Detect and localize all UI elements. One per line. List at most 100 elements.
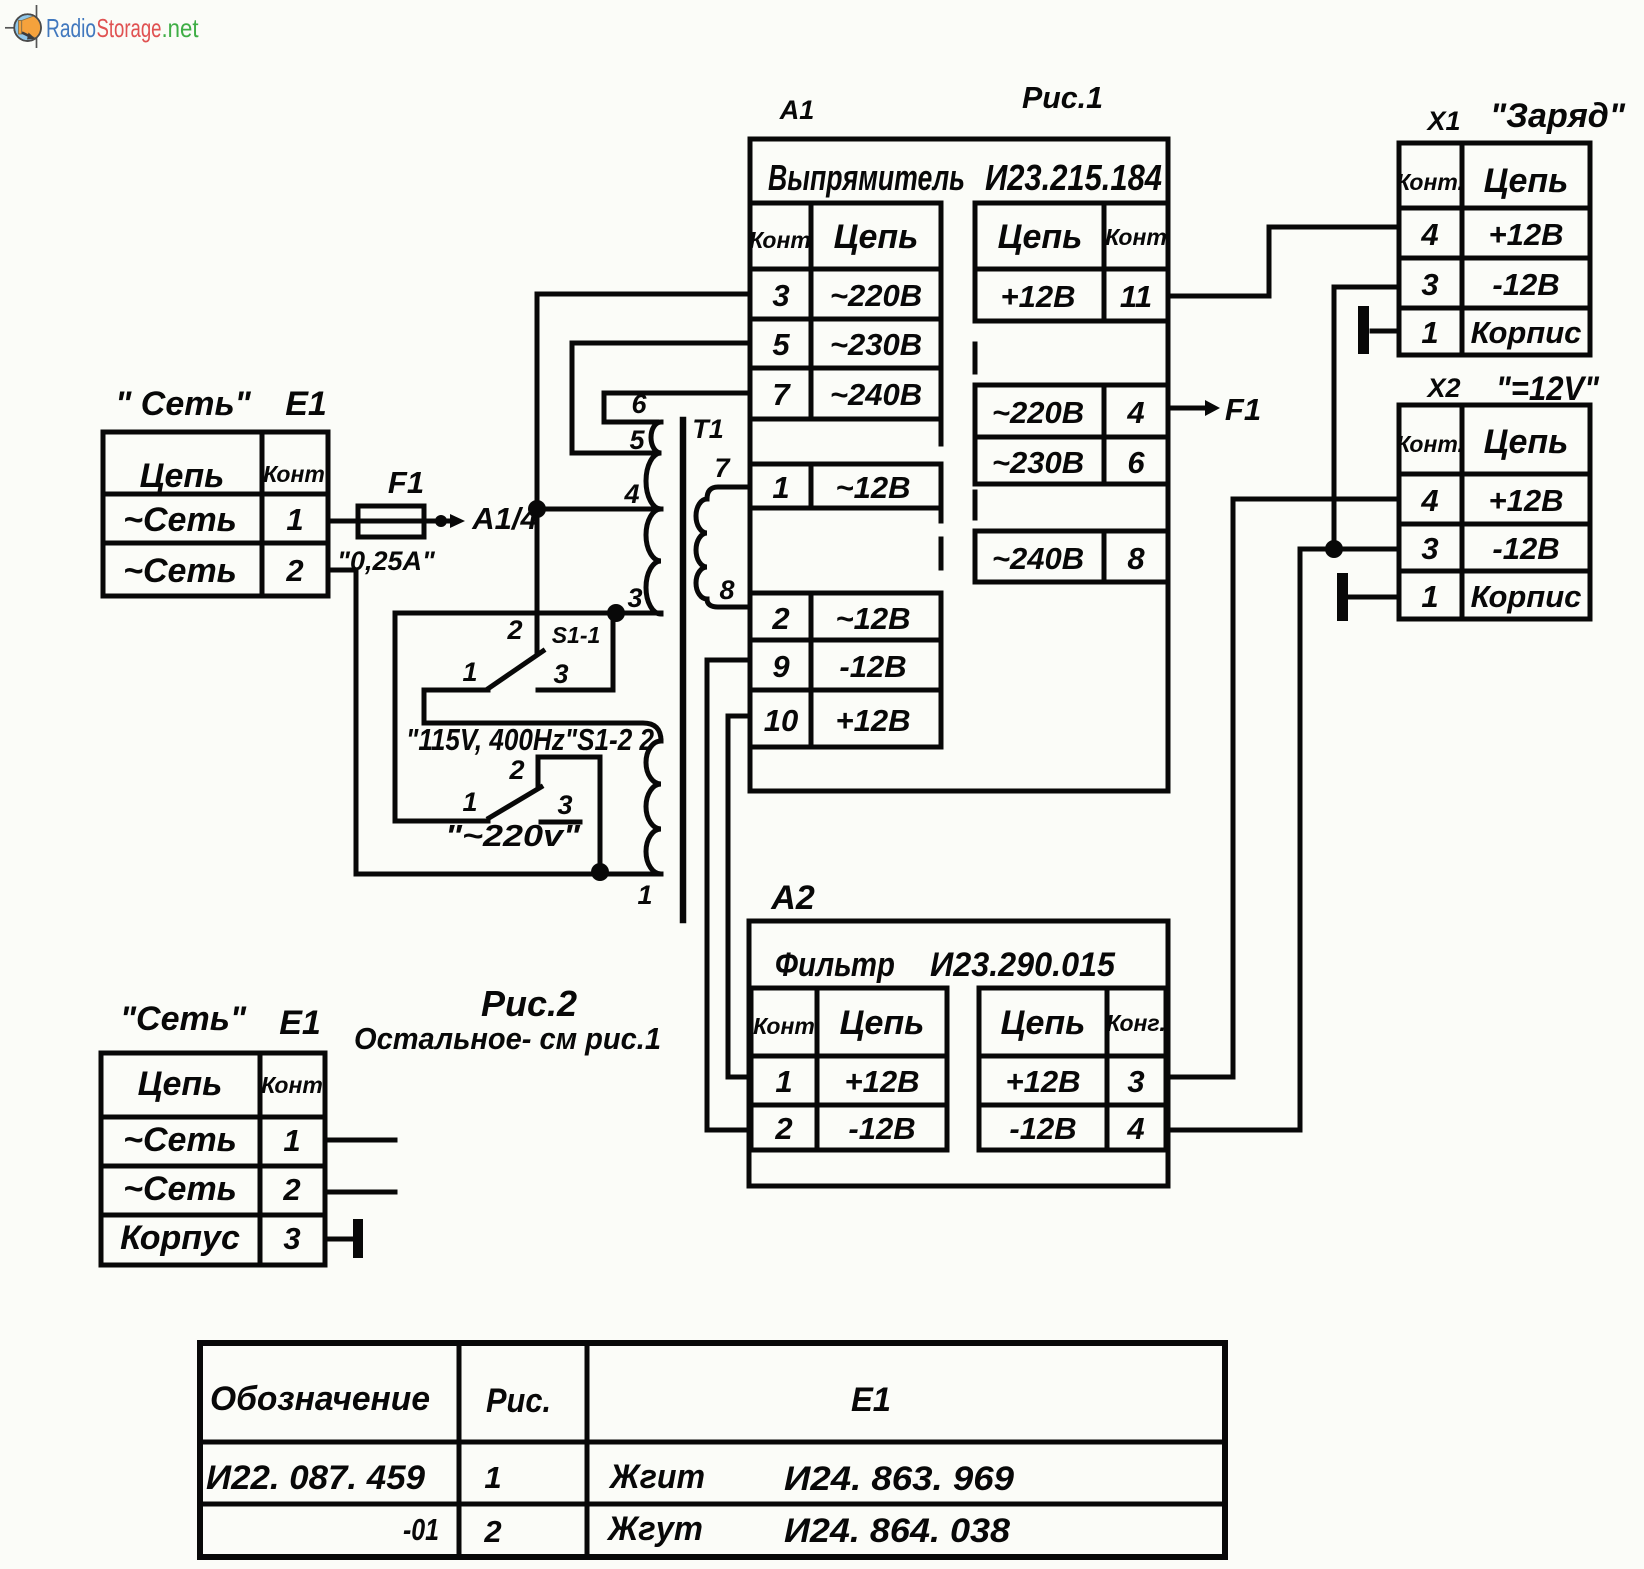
svg-text:1: 1 xyxy=(772,470,789,505)
svg-text:Цепь: Цепь xyxy=(840,1004,925,1042)
svg-text:5: 5 xyxy=(629,425,645,455)
svg-text:Конт.: Конт. xyxy=(1396,169,1464,195)
svg-text:Цепь: Цепь xyxy=(140,457,225,495)
svg-text:7: 7 xyxy=(772,377,791,412)
svg-text:1: 1 xyxy=(484,1460,501,1495)
svg-text:"~220v": "~220v" xyxy=(445,818,582,853)
svg-text:2: 2 xyxy=(506,615,522,645)
svg-text:" Сеть": " Сеть" xyxy=(115,385,251,423)
svg-text:7: 7 xyxy=(714,453,731,483)
svg-text:Корпис: Корпис xyxy=(1471,579,1582,614)
svg-text:S1-1: S1-1 xyxy=(552,622,601,648)
svg-text:"115V, 400Hz"S1-2 2: "115V, 400Hz"S1-2 2 xyxy=(406,722,654,757)
svg-text:+12В: +12В xyxy=(845,1064,920,1099)
svg-text:Т1: Т1 xyxy=(692,414,724,444)
svg-text:~12В: ~12В xyxy=(836,470,911,505)
svg-text:Жгут: Жгут xyxy=(606,1510,703,1548)
svg-text:Корпус: Корпус xyxy=(120,1219,240,1257)
svg-text:3: 3 xyxy=(553,659,568,689)
svg-text:8: 8 xyxy=(719,575,734,605)
svg-text:~240В: ~240В xyxy=(830,377,922,412)
svg-text:1: 1 xyxy=(1421,579,1438,614)
svg-text:Конг.: Конг. xyxy=(1106,1010,1166,1036)
svg-text:Конт.: Конт. xyxy=(1396,431,1464,457)
svg-text:+12В: +12В xyxy=(1489,483,1564,518)
svg-text:4: 4 xyxy=(1420,483,1438,518)
svg-text:1: 1 xyxy=(775,1064,792,1099)
svg-text:Рис.2: Рис.2 xyxy=(481,983,577,1024)
svg-text:~220В: ~220В xyxy=(992,395,1084,430)
svg-text:+12В: +12В xyxy=(1001,279,1076,314)
svg-text:Рис.1: Рис.1 xyxy=(1022,80,1103,115)
svg-text:А1/4: А1/4 xyxy=(471,501,537,536)
svg-text:-12В: -12В xyxy=(1009,1111,1076,1146)
svg-text:А2: А2 xyxy=(770,879,815,917)
svg-text:3: 3 xyxy=(557,790,572,820)
svg-text:1: 1 xyxy=(462,657,477,687)
svg-text:~240В: ~240В xyxy=(992,541,1084,576)
svg-text:3: 3 xyxy=(1421,267,1438,302)
svg-text:Цепь: Цепь xyxy=(998,218,1083,256)
svg-text:Выпрямитель: Выпрямитель xyxy=(768,157,965,198)
svg-text:+12В: +12В xyxy=(836,703,911,738)
svg-text:Фильтр: Фильтр xyxy=(775,946,895,984)
svg-text:Цепь: Цепь xyxy=(1484,162,1569,200)
svg-text:И22. 087. 459: И22. 087. 459 xyxy=(206,1459,425,1497)
svg-text:Цепь: Цепь xyxy=(834,218,919,256)
svg-text:Цепь: Цепь xyxy=(1484,423,1569,461)
svg-text:Конт: Конт xyxy=(753,1013,815,1039)
svg-text:3: 3 xyxy=(1421,531,1438,566)
svg-text:4: 4 xyxy=(1420,217,1438,252)
svg-text:1: 1 xyxy=(462,787,477,817)
svg-text:Остальное- см рис.1: Остальное- см рис.1 xyxy=(354,1021,661,1056)
svg-text:1: 1 xyxy=(286,502,303,537)
svg-text:"0,25А": "0,25А" xyxy=(337,546,436,576)
svg-text:2: 2 xyxy=(774,1111,792,1146)
svg-text:И24. 863. 969: И24. 863. 969 xyxy=(784,1460,1014,1498)
svg-text:-12В: -12В xyxy=(1492,531,1559,566)
svg-text:X2: X2 xyxy=(1425,373,1460,403)
svg-text:"=12V": "=12V" xyxy=(1496,370,1600,408)
svg-text:Конт: Конт xyxy=(263,461,325,487)
svg-text:-12В: -12В xyxy=(839,649,906,684)
svg-text:2: 2 xyxy=(508,755,524,785)
svg-text:~Сеть: ~Сеть xyxy=(123,1121,237,1159)
svg-text:А1: А1 xyxy=(779,95,815,125)
svg-text:11: 11 xyxy=(1120,279,1152,314)
svg-text:Корпис: Корпис xyxy=(1471,315,1582,350)
svg-text:~Сеть: ~Сеть xyxy=(123,501,237,539)
svg-text:1: 1 xyxy=(283,1123,300,1158)
svg-text:Цепь: Цепь xyxy=(138,1065,223,1103)
svg-text:Е1: Е1 xyxy=(851,1381,891,1419)
svg-text:~220В: ~220В xyxy=(830,278,922,313)
svg-text:Обозначение: Обозначение xyxy=(210,1380,430,1418)
svg-text:1: 1 xyxy=(1421,315,1438,350)
svg-text:Storage: Storage xyxy=(97,13,162,43)
svg-text:~230В: ~230В xyxy=(830,327,922,362)
svg-text:X1: X1 xyxy=(1425,106,1460,136)
svg-text:Radio: Radio xyxy=(46,13,96,43)
svg-text:-12В: -12В xyxy=(848,1111,915,1146)
svg-text:3: 3 xyxy=(627,583,642,613)
svg-text:-12В: -12В xyxy=(1492,267,1559,302)
svg-text:3: 3 xyxy=(1127,1064,1144,1099)
svg-text:2: 2 xyxy=(285,553,303,588)
svg-text:"Заряд": "Заряд" xyxy=(1490,97,1626,135)
svg-text:1: 1 xyxy=(637,880,652,910)
svg-text:5: 5 xyxy=(772,327,790,362)
svg-text:~230В: ~230В xyxy=(992,445,1084,480)
svg-text:~12В: ~12В xyxy=(836,601,911,636)
svg-text:2: 2 xyxy=(282,1172,300,1207)
svg-text:9: 9 xyxy=(772,649,790,684)
svg-text:+12В: +12В xyxy=(1006,1064,1081,1099)
svg-text:И23.290.015: И23.290.015 xyxy=(930,946,1116,984)
svg-text:F1: F1 xyxy=(1225,392,1261,427)
svg-text:И24. 864. 038: И24. 864. 038 xyxy=(784,1512,1010,1550)
svg-text:+12В: +12В xyxy=(1489,217,1564,252)
svg-text:И23.215.184: И23.215.184 xyxy=(985,157,1162,198)
svg-text:4: 4 xyxy=(1126,395,1144,430)
svg-text:-01: -01 xyxy=(403,1512,439,1547)
svg-text:Е1: Е1 xyxy=(279,1004,321,1042)
svg-text:Конт: Конт xyxy=(749,227,811,253)
svg-text:"Сеть": "Сеть" xyxy=(120,1000,247,1038)
